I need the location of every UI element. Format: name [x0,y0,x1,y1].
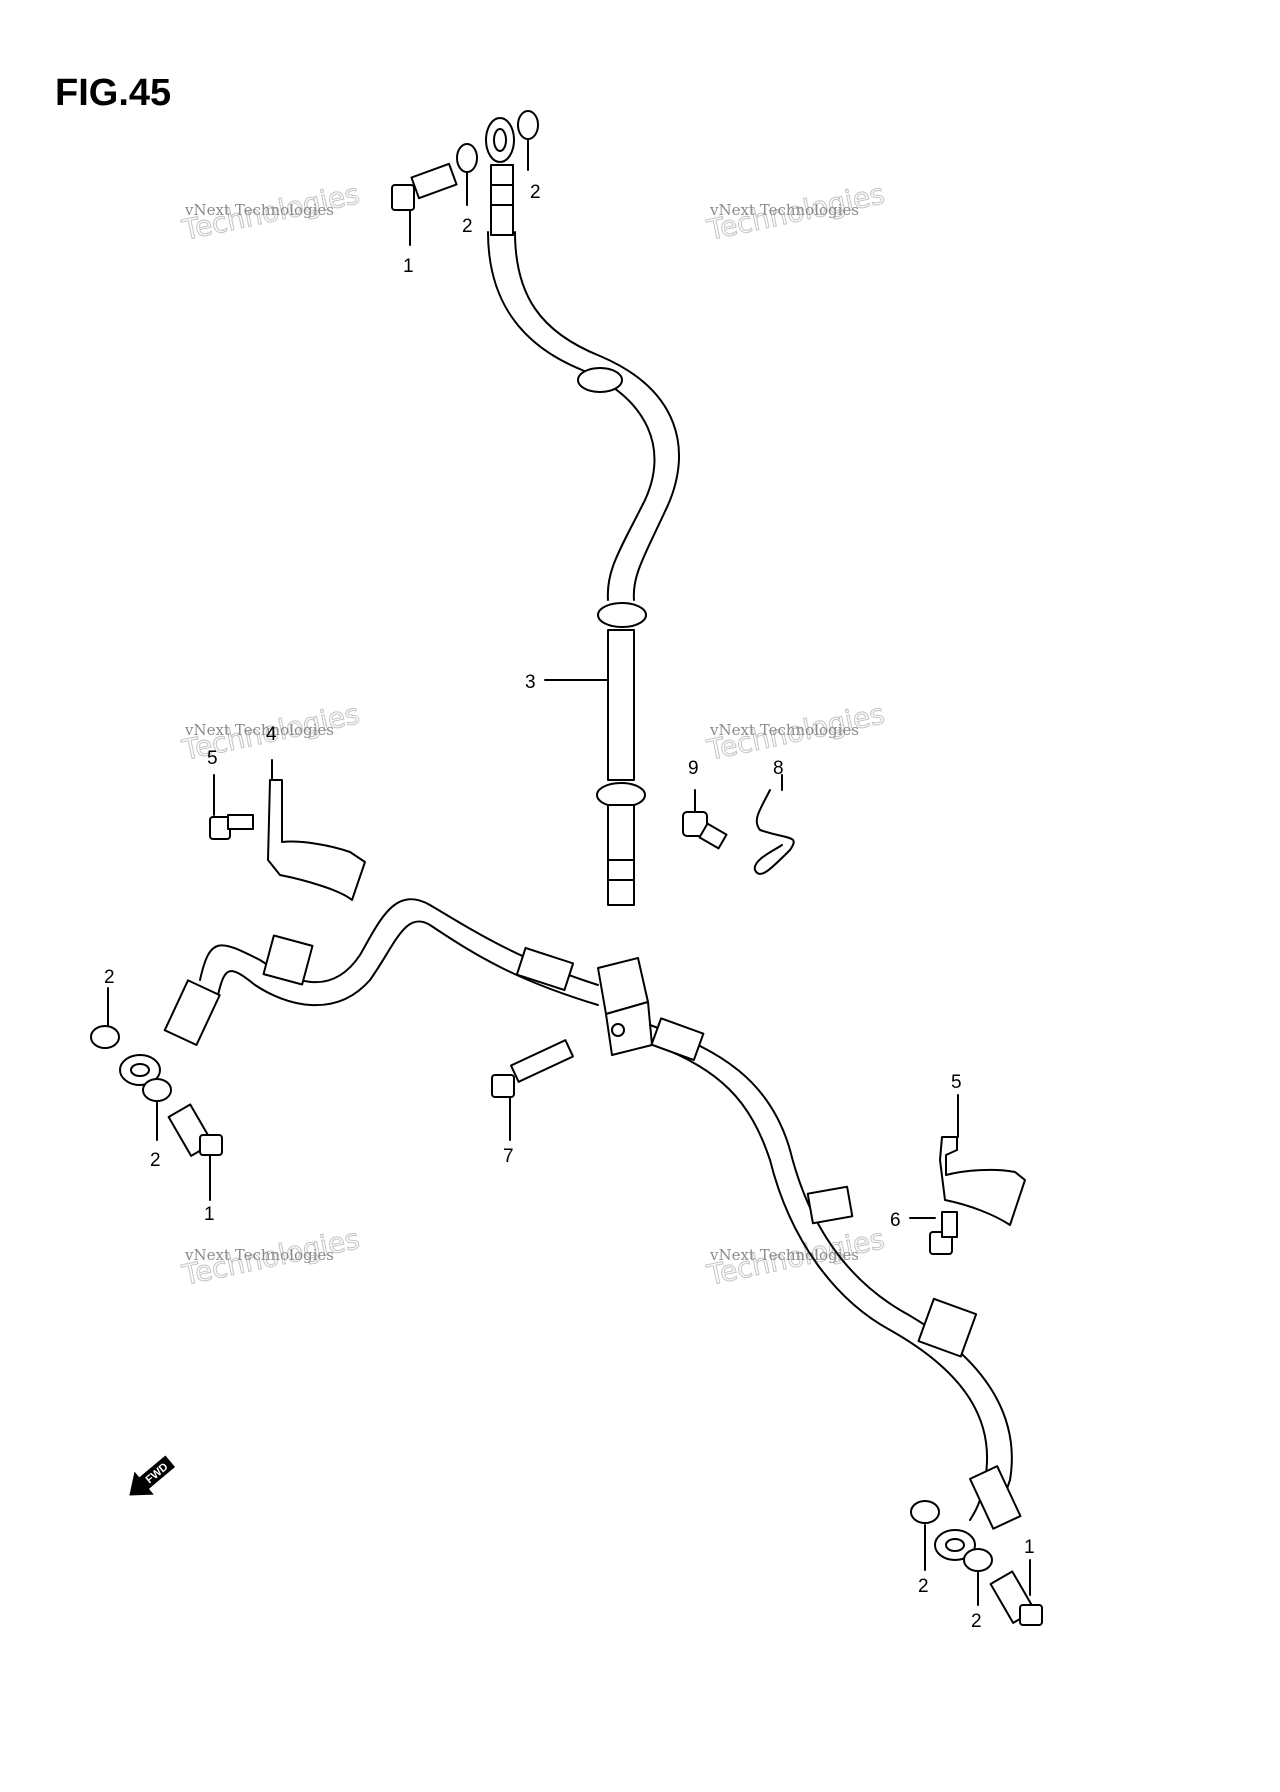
bracket-4 [267,779,366,901]
hose-clamp-right [917,1297,978,1358]
callout-2: 2 [971,1611,982,1632]
callout-5: 5 [951,1072,962,1093]
watermark-text: vNext Technologies [709,721,859,739]
hose-ring [577,367,623,393]
callout-2: 2 [150,1150,161,1171]
gasket-washer [142,1078,172,1102]
callout-6: 6 [890,1210,901,1231]
bolt-6 [929,1211,958,1255]
callout-5: 5 [207,748,218,769]
fwd-arrow-icon: FWD [129,1455,176,1496]
callout-labels: 1 2 2 3 4 5 9 8 2 2 1 7 5 6 2 2 1 [104,182,1035,1632]
gasket-washer [963,1548,993,1572]
callout-1: 1 [204,1204,215,1225]
gasket-washer [910,1500,940,1524]
callout-2: 2 [462,216,473,237]
gasket-washer [456,143,478,173]
watermark-text: vNext Technologies [184,721,334,739]
callout-1: 1 [403,256,414,277]
left-brake-hose [119,898,599,1086]
leader-lines [107,139,1031,1606]
union-bolt-left [167,1103,223,1157]
callout-2: 2 [104,967,115,988]
callout-3: 3 [525,672,536,693]
union-bolt-bottom [989,1570,1043,1626]
watermark-text: vNext Technologies [184,201,334,219]
hose-top-fitting [490,164,514,236]
figure-title: FIG.45 [55,72,172,114]
hose-ring-mid [596,782,646,808]
gasket-washer [517,110,539,140]
watermark-text: vNext Technologies [184,1246,334,1264]
three-way-joint [597,957,653,1056]
watermark-text: vNext Technologies [709,201,859,219]
callout-9: 9 [688,758,699,779]
callout-2: 2 [530,182,541,203]
gasket-washer [90,1025,120,1049]
callout-7: 7 [503,1146,514,1167]
clip-8 [753,789,795,875]
bracket-5 [939,1136,1026,1226]
callout-2: 2 [918,1576,929,1597]
bolt-5-left [209,814,254,840]
callout-1: 1 [1024,1537,1035,1558]
callout-4: 4 [266,724,277,745]
right-brake-hose [649,1017,1022,1561]
watermark-text: vNext Technologies [709,1246,859,1264]
union-bolt-top [391,162,458,211]
hose-clamp-left [262,934,314,986]
upper-brake-hose [485,117,680,906]
callout-8: 8 [773,758,784,779]
metal-pipe [607,629,635,781]
bolt-9 [682,811,728,850]
hose-ring-lower [597,602,647,628]
bolt-7 [491,1039,574,1098]
